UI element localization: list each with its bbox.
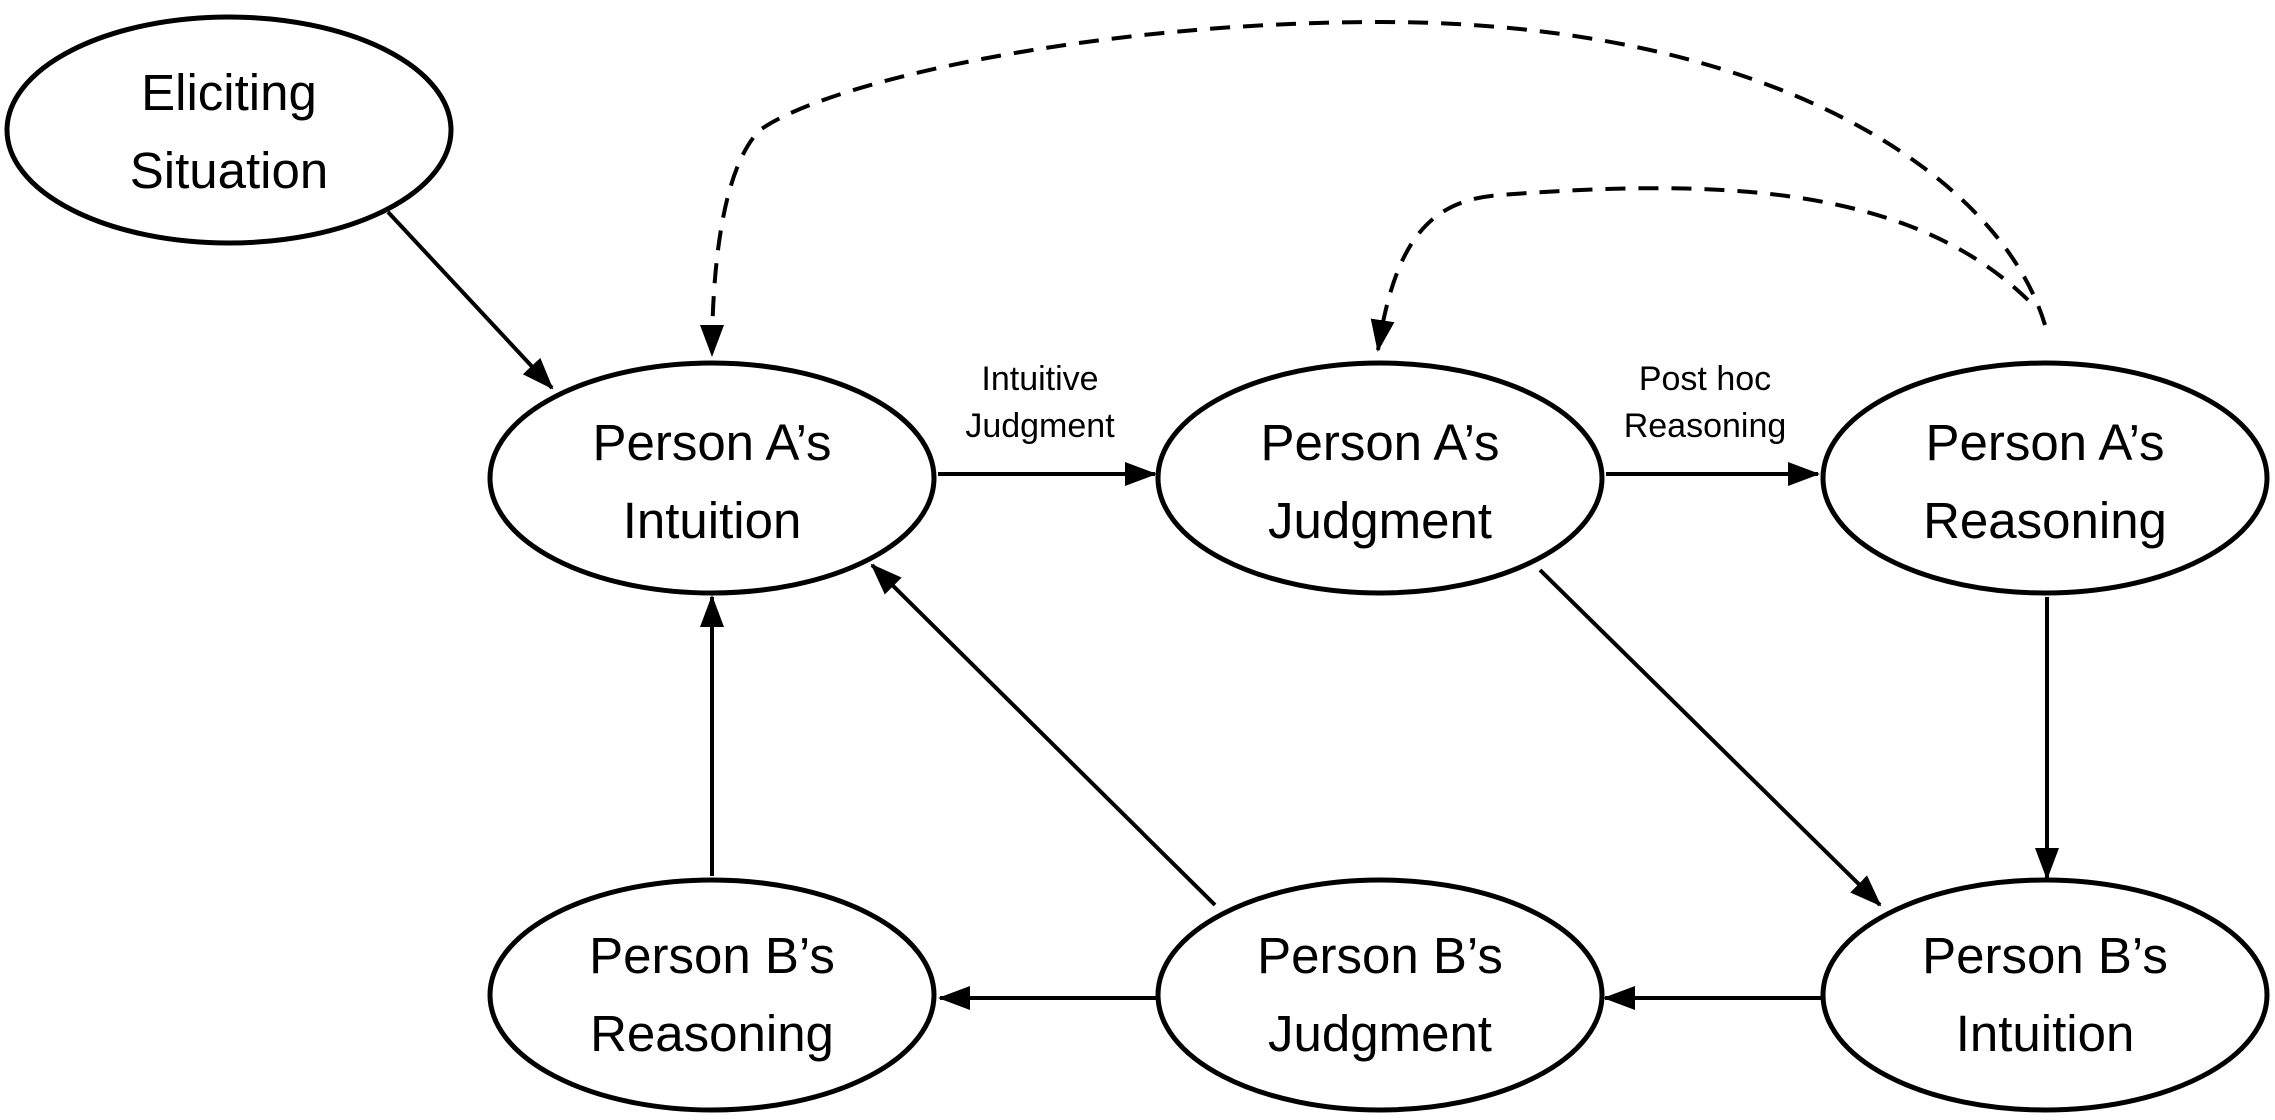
node-eliciting-situation: Eliciting Situation (4, 14, 454, 246)
node-label-line1: Person A’s (592, 414, 831, 471)
node-person-b-reasoning: Person B’s Reasoning (487, 877, 937, 1113)
node-label-line2: Judgment (1268, 1005, 1492, 1062)
node-person-a-intuition: Person A’s Intuition (487, 360, 937, 596)
edge-label-line1: Post hoc (1639, 360, 1771, 398)
node-label-line1: Person B’s (1922, 927, 2168, 984)
edge-label-line2: Reasoning (1624, 407, 1787, 445)
edge-dashed-a-reasoning-to-a-intuition (700, 19, 2047, 357)
node-ellipse (1155, 877, 1605, 1113)
node-person-b-intuition: Person B’s Intuition (1820, 877, 2270, 1113)
node-ellipse (1820, 360, 2270, 596)
node-label-line2: Situation (130, 142, 328, 199)
edge-label-post-hoc-reasoning: Post hoc Reasoning (1624, 360, 1787, 445)
node-label-line1: Person A’s (1925, 414, 2164, 471)
node-label-line1: Person A’s (1260, 414, 1499, 471)
node-label-line2: Reasoning (590, 1005, 834, 1062)
node-label-line2: Intuition (623, 492, 802, 549)
node-label-line2: Intuition (1956, 1005, 2135, 1062)
node-label-line2: Judgment (1268, 492, 1492, 549)
node-person-b-judgment: Person B’s Judgment (1155, 877, 1605, 1113)
node-ellipse (1155, 360, 1605, 596)
edge-label-intuitive-judgment: Intuitive Judgment (965, 360, 1115, 445)
edge-label-line2: Judgment (965, 407, 1115, 445)
edge-b-judgment-to-a-intuition (870, 563, 1217, 907)
node-person-a-judgment: Person A’s Judgment (1155, 360, 1605, 596)
node-ellipse (487, 360, 937, 596)
node-person-a-reasoning: Person A’s Reasoning (1820, 360, 2270, 596)
node-ellipse (487, 877, 937, 1113)
edge-label-line1: Intuitive (981, 360, 1098, 398)
node-label-line1: Person B’s (1257, 927, 1503, 984)
node-ellipse (4, 14, 454, 246)
node-ellipse (1820, 877, 2270, 1113)
edge-a-judgment-to-b-intuition (1538, 568, 1882, 907)
node-label-line2: Reasoning (1923, 492, 2167, 549)
node-label-line1: Eliciting (141, 64, 317, 121)
edge-eliciting-to-a-intuition (386, 210, 554, 390)
edge-dashed-a-reasoning-to-a-judgment (1370, 186, 2030, 352)
node-label-line1: Person B’s (589, 927, 835, 984)
